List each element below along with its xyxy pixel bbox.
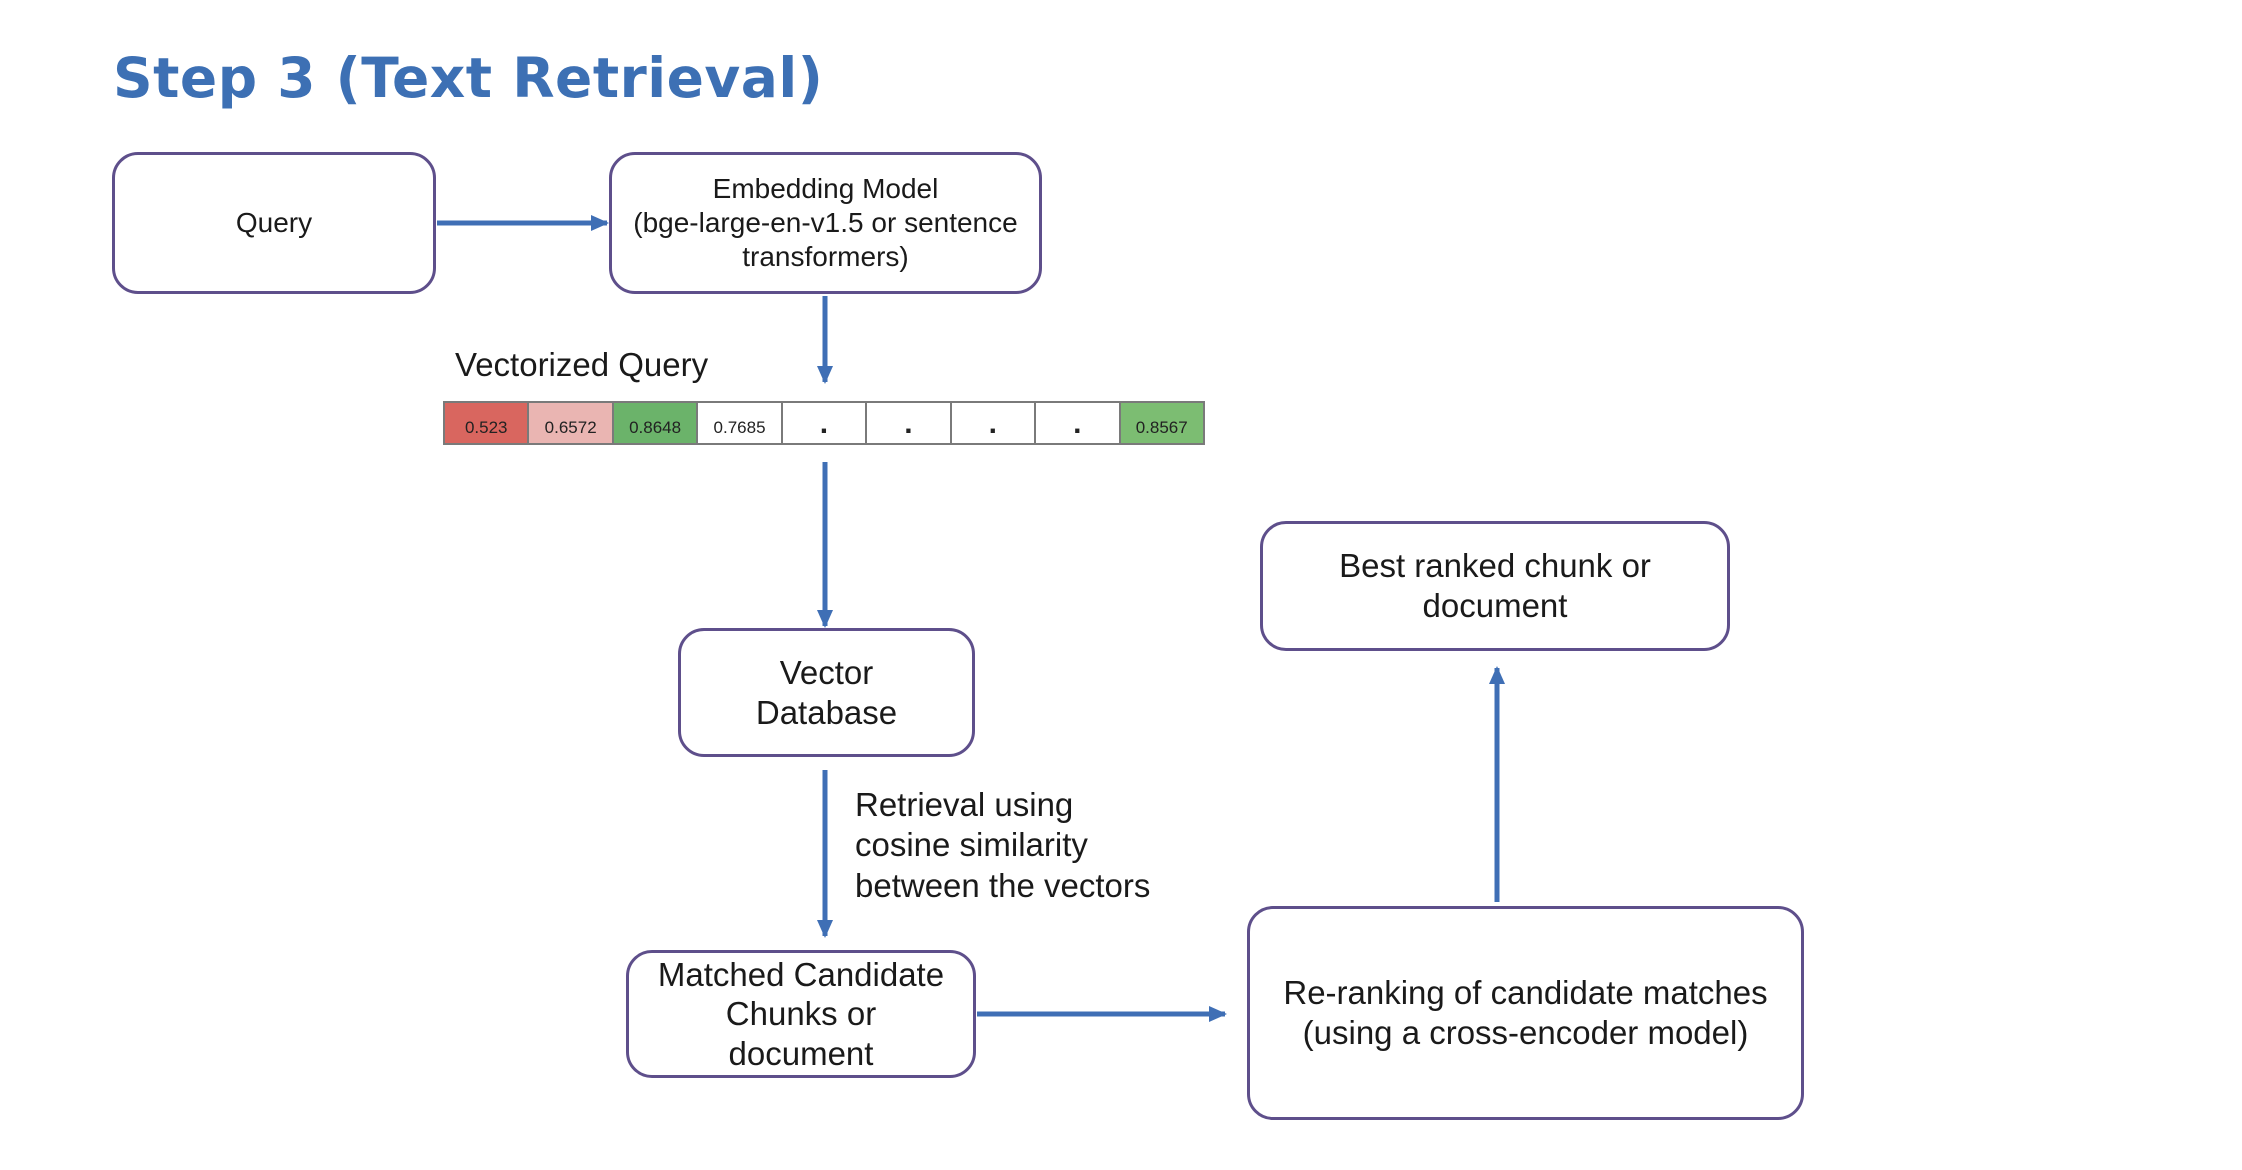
best-ranked-node: Best ranked chunk or document [1260,521,1730,651]
vector-cell: . [782,403,868,443]
matched-candidates-node: Matched Candidate Chunks or document [626,950,976,1078]
best-ranked-line-1: Best ranked chunk or [1339,547,1651,585]
vector-cell: 0.6572 [529,403,614,443]
vectorized-query-label: Vectorized Query [455,346,709,383]
embedding-model-line-1: Embedding Model [712,172,939,204]
vector-database-node: Vector Database [678,628,975,757]
query-node-label: Query [235,206,313,238]
query-node: Query [112,152,436,294]
vector-cell: . [867,403,952,443]
reranking-line-2: (using a cross-encoder model) [1302,1014,1749,1051]
reranking-node: Re-ranking of candidate matches (using a… [1247,906,1804,1120]
vector-database-line-1: Vector [779,653,874,691]
matched-candidates-line-1: Matched Candidate [657,955,945,993]
retrieval-note-line-1: Retrieval using [855,786,1074,823]
vector-cell: 0.7685 [698,403,783,443]
vector-cell: 0.8648 [613,403,699,443]
page-title: Step 3 (Text Retrieval) [113,46,824,110]
vector-cell: . [951,403,1037,443]
retrieval-note-line-3: between the vectors [855,866,1151,904]
vector-cell: 0.523 [445,403,530,443]
retrieval-note: Retrieval using cosine similarity betwee… [855,785,1150,906]
vector-cell: 0.8567 [1120,403,1203,443]
vector-database-line-2: Database [755,693,898,731]
best-ranked-line-2: document [1422,587,1568,624]
retrieval-note-line-2: cosine similarity [855,826,1088,864]
matched-candidates-line-2: Chunks or [725,995,877,1033]
embedding-model-line-2: (bge-large-en-v1.5 or sentence [633,206,1018,238]
vector-cell: . [1036,403,1121,443]
embedding-model-node: Embedding Model (bge-large-en-v1.5 or se… [609,152,1042,294]
embedding-model-line-3: transformers) [742,241,909,273]
reranking-line-1: Re-ranking of candidate matches [1283,974,1768,1012]
matched-candidates-line-3: document [728,1034,874,1072]
